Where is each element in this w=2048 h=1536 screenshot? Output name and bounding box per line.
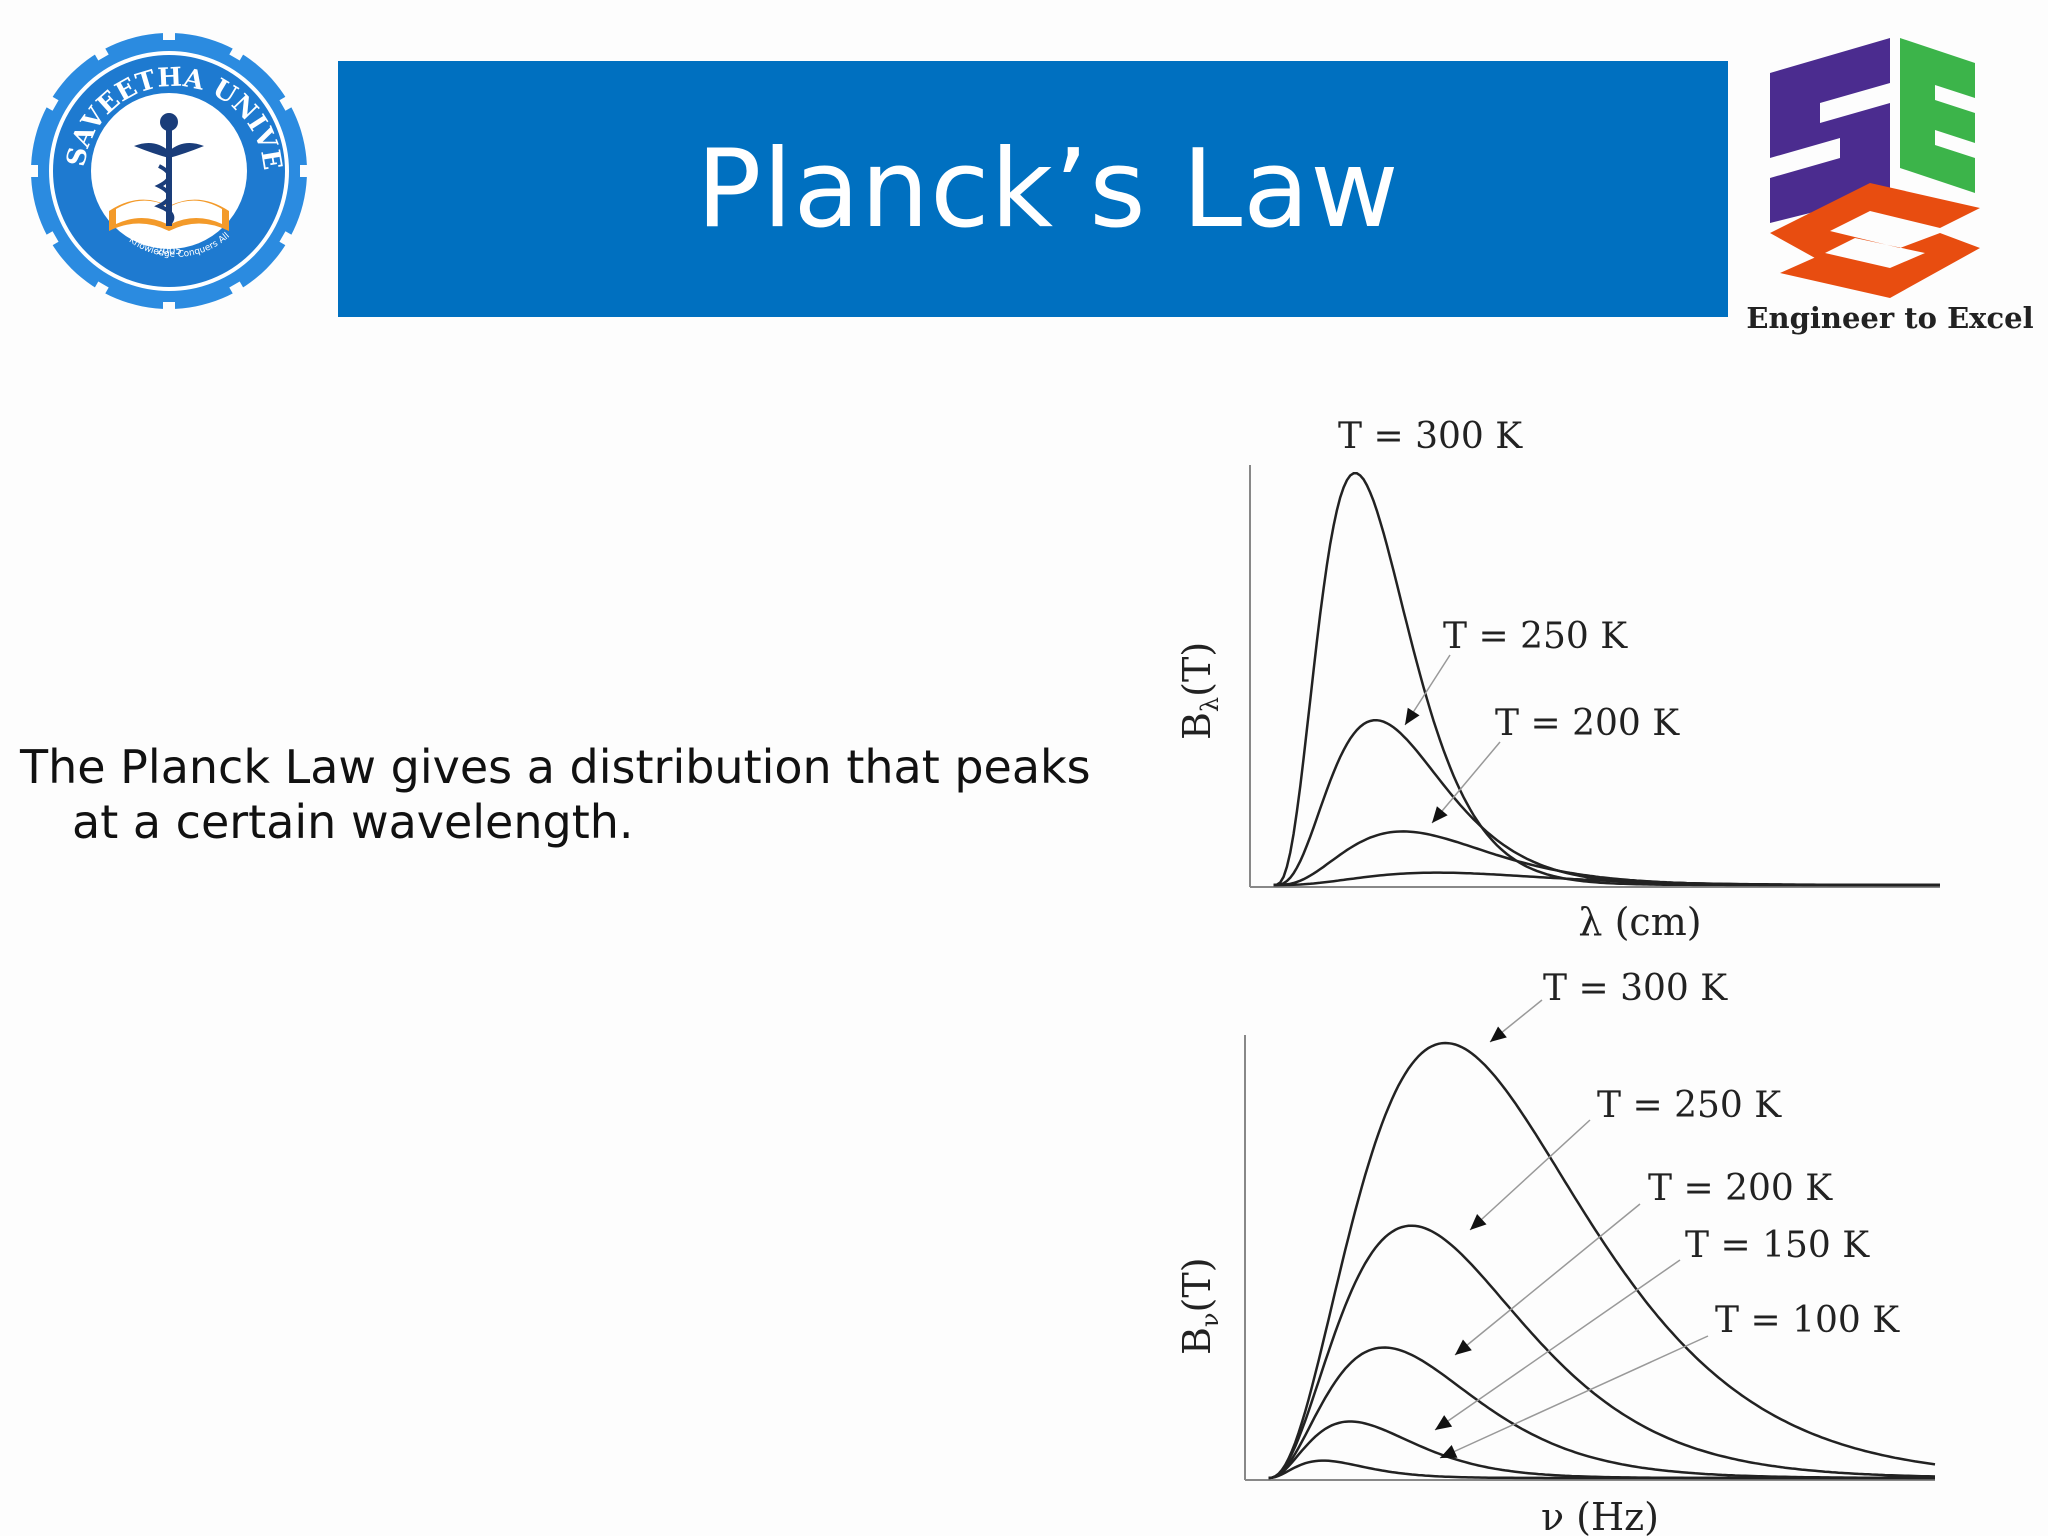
series-label: T = 250 K [1443,616,1628,657]
series-label: T = 150 K [1685,1225,1870,1266]
arrowhead-icon [1470,1214,1487,1230]
title-banner: Planck’s Law [338,61,1728,317]
y-axis-label-nu: Bν(T) [1175,1257,1224,1355]
ses-tagline: Engineer to Excel [1746,301,2033,335]
series-line [1273,472,1940,887]
arrowhead-icon [1405,707,1420,725]
series-line [1268,1346,1935,1480]
y-axis-label-lambda: Bλ(T) [1175,642,1224,740]
series-label: T = 300 K [1338,416,1523,457]
label-leader-line [1439,1335,1709,1459]
chart-frequency: Bν(T) ν (Hz) T = 300 K T = 250 K T = 200 K… [1175,968,1936,1536]
series-label: T = 250 K [1597,1085,1782,1126]
ses-s-purple-icon [1770,38,1890,223]
arrowhead-icon [1455,1339,1472,1355]
ses-s-orange-icon [1770,183,1980,298]
series-line [1268,1041,1936,1480]
series-line [1273,718,1940,887]
body-line-2: at a certain wavelength. [72,795,634,849]
slide-title: Planck’s Law [696,126,1400,252]
series-label: T = 200 K [1495,703,1680,744]
series-line [1268,1224,1936,1480]
caduceus-icon [134,113,204,226]
series-label: T = 200 K [1648,1168,1833,1209]
arrowhead-icon [1435,1415,1453,1430]
x-axis-label-lambda: λ (cm) [1578,900,1701,944]
series-label: T = 300 K [1543,968,1728,1009]
series-line [1268,1459,1935,1480]
ses-e-green-icon [1900,38,1975,193]
chart-wavelength: Bλ(T) λ (cm) T = 300 K T = 250 K T = 200 K [1175,416,1940,944]
saveetha-university-logo: SAVEETHA UNIVERSITY 2005 Knowledge Conqu… [24,26,314,316]
arrowhead-icon [1432,806,1448,823]
label-leader-line [1431,741,1501,824]
series-line [1273,871,1940,887]
label-leader-line [1469,1119,1591,1231]
label-leader-line [1454,1203,1641,1356]
seal-year: 2005 [156,246,181,257]
arrowhead-icon [1440,1445,1458,1458]
ses-logo: Engineer to Excel [1746,38,2034,335]
series-line [1268,1420,1935,1480]
x-axis-label-nu: ν (Hz) [1541,1495,1659,1536]
arrowhead-icon [1490,1026,1507,1042]
body-line-1: The Planck Law gives a distribution that… [20,740,1091,794]
body-text: The Planck Law gives a distribution that… [20,740,1120,850]
series-label: T = 100 K [1715,1300,1900,1341]
label-leader-line [1434,1259,1681,1431]
